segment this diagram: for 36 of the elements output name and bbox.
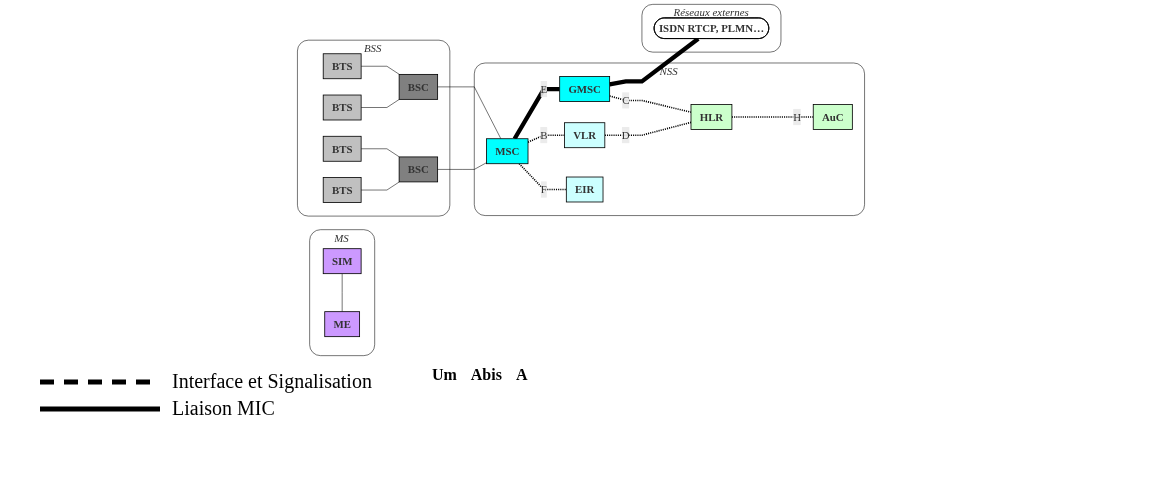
node-box: AuC bbox=[812, 104, 853, 130]
connector bbox=[608, 37, 700, 87]
connector bbox=[360, 148, 400, 158]
edge-label: D bbox=[621, 129, 630, 142]
node-box: BTS bbox=[322, 94, 362, 121]
connector bbox=[360, 65, 400, 75]
connector bbox=[517, 162, 567, 191]
legend-text: Interface et Signalisation bbox=[172, 370, 372, 393]
node-box: BSC bbox=[398, 74, 438, 100]
edge-label: E bbox=[540, 83, 547, 96]
connector bbox=[360, 99, 400, 108]
node-box: SIM bbox=[322, 248, 362, 275]
edge-label: C bbox=[621, 94, 629, 107]
node-box: BSC bbox=[398, 156, 438, 183]
node-box: HLR bbox=[690, 104, 732, 130]
node-box: BTS bbox=[322, 135, 362, 162]
interface-label: A bbox=[515, 366, 528, 383]
node-box: GMSC bbox=[558, 76, 610, 102]
interface-label: Abis bbox=[470, 366, 502, 383]
edge-label: H bbox=[792, 111, 801, 123]
legend-text: Liaison MIC bbox=[172, 397, 275, 420]
connector bbox=[436, 86, 501, 139]
connector bbox=[512, 86, 560, 140]
node-box: EIR bbox=[565, 176, 603, 203]
connector bbox=[608, 95, 692, 113]
node-box: BTS bbox=[322, 177, 362, 203]
node-box: BTS bbox=[322, 53, 362, 80]
connector bbox=[360, 181, 400, 191]
interface-label: Um bbox=[431, 366, 457, 383]
node-box: VLR bbox=[563, 122, 605, 149]
connector bbox=[341, 273, 342, 312]
node-box: MSC bbox=[485, 138, 528, 165]
node-box: ME bbox=[323, 311, 360, 338]
edge-label: B bbox=[539, 129, 547, 142]
edge-label: F bbox=[540, 183, 547, 196]
connector bbox=[436, 162, 487, 170]
